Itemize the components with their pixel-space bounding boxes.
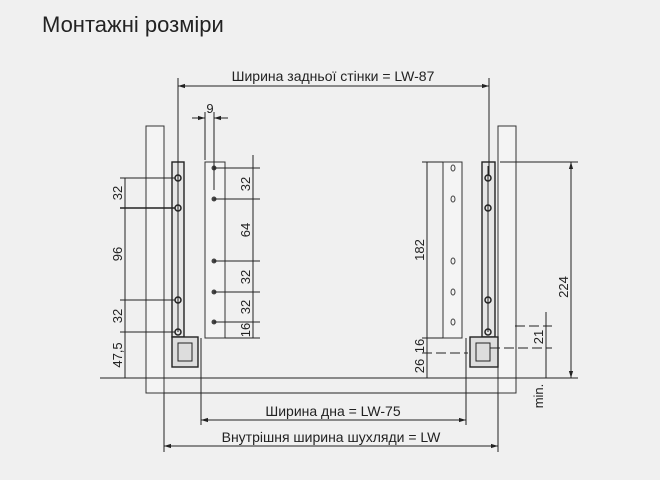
runner-dim-1: 32 <box>110 186 125 200</box>
bottom-width-label: Ширина дна = LW-75 <box>265 403 400 419</box>
hole-dim-1: 32 <box>238 177 253 191</box>
hole-dim-2: 64 <box>238 223 253 237</box>
right-side-panel <box>497 125 517 394</box>
page-title: Монтажні розміри <box>42 12 224 37</box>
right-runner <box>469 161 499 368</box>
left-runner <box>171 161 199 368</box>
hole-dim-5: 16 <box>238 323 253 337</box>
left-side-panel <box>145 125 165 394</box>
bottom-gap-label: 26 <box>412 359 427 373</box>
right-back-plate <box>442 161 463 339</box>
hole-offset-label: 9 <box>206 101 213 116</box>
hole-dim-4: 32 <box>238 300 253 314</box>
runner-dim-3: 32 <box>110 309 125 323</box>
hole-dim-3: 32 <box>238 270 253 284</box>
total-height-label: 224 <box>556 276 571 298</box>
inner-width-label: Внутрішня ширина шухляди = LW <box>222 429 442 445</box>
right-back-holes <box>450 164 456 326</box>
runner-dim-4: 47,5 <box>110 342 125 367</box>
back-width-label: Ширина задньої стінки = LW-87 <box>232 68 435 84</box>
runner-gap-label: 21 <box>531 330 546 344</box>
min-label: min. <box>531 384 546 409</box>
runner-dim-2: 96 <box>110 247 125 261</box>
left-back-plate <box>204 161 226 339</box>
back-height-label: 182 <box>412 239 427 261</box>
back-gap-label: 16 <box>412 339 427 353</box>
